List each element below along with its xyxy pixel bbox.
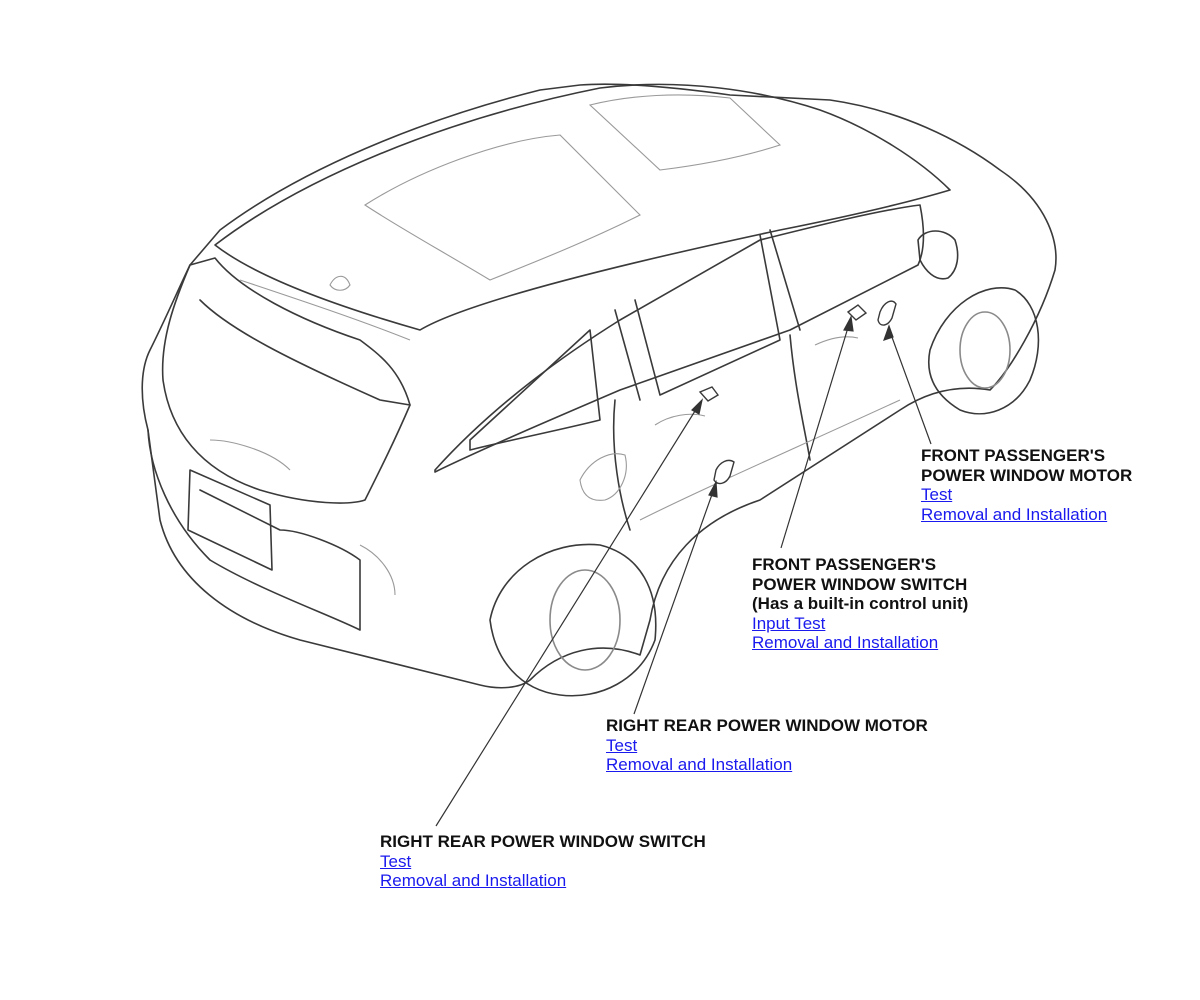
removal-installation-link[interactable]: Removal and Installation: [752, 633, 939, 652]
removal-installation-link[interactable]: Removal and Installation: [606, 755, 793, 774]
right-rear-motor-marker: [713, 459, 735, 485]
front-passenger-switch-marker: [846, 304, 868, 321]
leader-line-right-rear-motor: [633, 485, 716, 715]
side-mirror: [917, 230, 959, 280]
callout-title: RIGHT REAR POWER WINDOW SWITCH: [380, 832, 706, 851]
side-windows: [434, 204, 925, 473]
body-outline: [141, 83, 1057, 689]
callout-front-passenger-power-window-motor: FRONT PASSENGER'S POWER WINDOW MOTOR Tes…: [921, 446, 1132, 524]
callout-front-passenger-power-window-switch: FRONT PASSENGER'S POWER WINDOW SWITCH (H…: [752, 555, 968, 653]
leader-line-front-passenger-motor: [888, 328, 932, 445]
callout-title: RIGHT REAR POWER WINDOW MOTOR: [606, 716, 928, 735]
removal-installation-link[interactable]: Removal and Installation: [921, 504, 1108, 524]
front-wheel: [928, 287, 1040, 415]
right-rear-switch-marker: [698, 386, 720, 402]
test-link[interactable]: Test: [380, 851, 412, 871]
callout-title: POWER WINDOW SWITCH: [752, 574, 968, 594]
leader-line-front-passenger-switch: [780, 320, 851, 549]
test-link[interactable]: Test: [921, 485, 953, 504]
roof-outline: [214, 83, 951, 331]
callout-title: POWER WINDOW MOTOR: [921, 465, 1133, 485]
leader-line-right-rear-switch: [435, 402, 701, 827]
front-passenger-motor-marker: [877, 300, 897, 326]
callout-right-rear-power-window-motor: RIGHT REAR POWER WINDOW MOTOR Test Remov…: [606, 716, 928, 775]
input-test-link[interactable]: Input Test: [752, 613, 826, 633]
callout-right-rear-power-window-switch: RIGHT REAR POWER WINDOW SWITCH Test Remo…: [380, 832, 706, 891]
liftgate: [161, 257, 411, 504]
removal-installation-link[interactable]: Removal and Installation: [380, 871, 567, 890]
callout-title: FRONT PASSENGER'S: [752, 555, 937, 574]
test-link[interactable]: Test: [606, 735, 638, 755]
rear-wheel: [489, 543, 657, 697]
callout-title: FRONT PASSENGER'S: [921, 446, 1106, 465]
callout-note: (Has a built-in control unit): [752, 594, 969, 613]
